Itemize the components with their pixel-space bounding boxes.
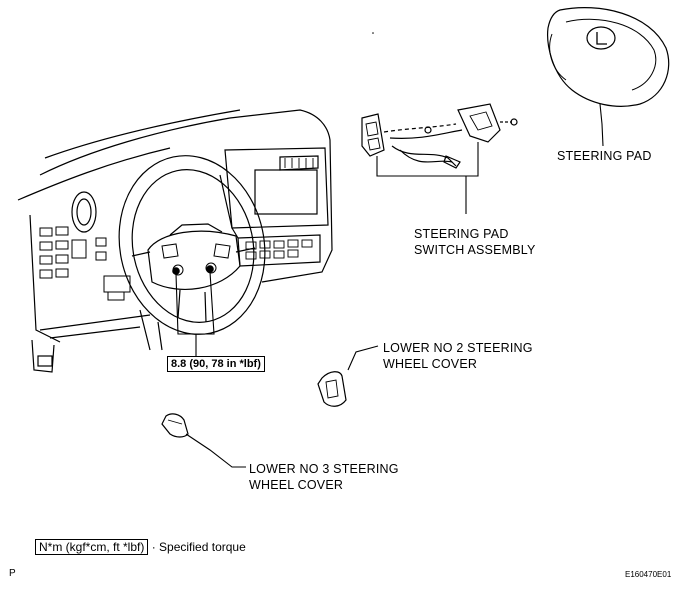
steering-pad-label: STEERING PAD xyxy=(557,149,652,163)
figure-code: E160470E01 xyxy=(625,570,672,579)
torque-spec-box: 8.8 (90, 78 in *lbf) xyxy=(167,356,265,372)
page-mark: P xyxy=(9,568,16,579)
lower-no2-cover-label-line1: LOWER NO 2 STEERING xyxy=(383,341,533,355)
steering-pad-switch-illustration xyxy=(361,103,518,214)
switch-assembly-label-line2: SWITCH ASSEMBLY xyxy=(414,243,536,257)
lower-no2-cover-illustration xyxy=(317,345,379,407)
lower-no3-cover-illustration xyxy=(161,413,246,468)
lower-no3-cover-label-line2: WHEEL COVER xyxy=(249,478,344,492)
legend-unit-box: N*m (kgf*cm, ft *lbf) xyxy=(35,539,149,555)
steering-pad-illustration xyxy=(547,7,670,147)
switch-assembly-label-line1: STEERING PAD xyxy=(414,227,509,241)
torque-legend: N*m (kgf*cm, ft *lbf) · Specified torque xyxy=(35,539,246,555)
lower-no2-cover-label-line2: WHEEL COVER xyxy=(383,357,478,371)
dashboard-illustration xyxy=(17,109,333,373)
lower-no3-cover-label-line1: LOWER NO 3 STEERING xyxy=(249,462,399,476)
steering-wheel-illustration xyxy=(118,155,266,356)
legend-description: · Specified torque xyxy=(151,540,246,554)
